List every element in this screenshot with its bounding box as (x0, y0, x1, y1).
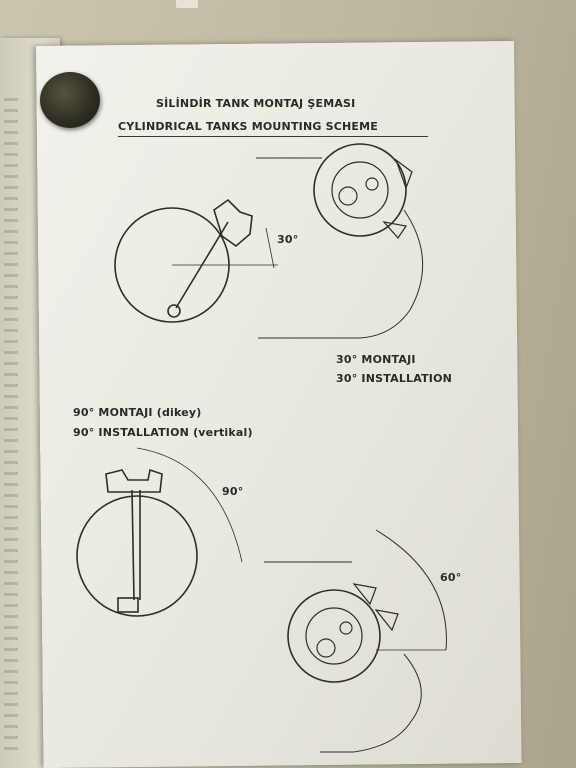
flange-60-outer (287, 589, 381, 683)
flange-30-ear-2 (382, 221, 408, 239)
label-90-turkish: 90° MONTAJI (dikey) (73, 406, 202, 419)
sensor-30-head (213, 198, 253, 248)
paper-tab (176, 0, 198, 8)
title-underline (118, 136, 428, 137)
angle-label-60: 60° (440, 571, 462, 584)
label-90-english: 90° INSTALLATION (vertikal) (73, 426, 253, 439)
flange-30-inner (331, 161, 389, 219)
angle-label-30: 30° (277, 233, 299, 246)
sensor-90-head (105, 468, 163, 493)
angle-30-arc (265, 227, 275, 269)
flange-60-port-a (316, 638, 336, 658)
flange-30-ear (394, 158, 413, 190)
flange-30-outline (256, 157, 424, 339)
sensor-90-float (117, 597, 139, 613)
flange-60-outline (264, 529, 447, 753)
flange-30-outer (313, 143, 407, 237)
label-30-turkish: 30° MONTAJI (336, 353, 416, 366)
tank-90-circle (76, 495, 198, 617)
flange-60-ear-2 (374, 609, 399, 632)
underlying-page-text (4, 98, 18, 758)
flange-60-ear (352, 583, 377, 606)
sensor-30-arm (175, 221, 229, 309)
label-30-english: 30° INSTALLATION (336, 372, 453, 385)
title-turkish: SİLİNDİR TANK MONTAJ ŞEMASI (156, 97, 356, 110)
flange-30-port-b (365, 177, 379, 191)
flange-60-port-b (339, 621, 353, 635)
title-english: CYLINDRICAL TANKS MOUNTING SCHEME (118, 120, 378, 133)
pushpin (40, 72, 100, 128)
flange-60-inner (305, 607, 363, 665)
flange-30-port-a (338, 186, 358, 206)
sensor-90-arm (131, 489, 135, 601)
angle-90-arc (136, 447, 243, 563)
angle-label-90: 90° (222, 485, 244, 498)
sensor-30-float (167, 304, 181, 318)
